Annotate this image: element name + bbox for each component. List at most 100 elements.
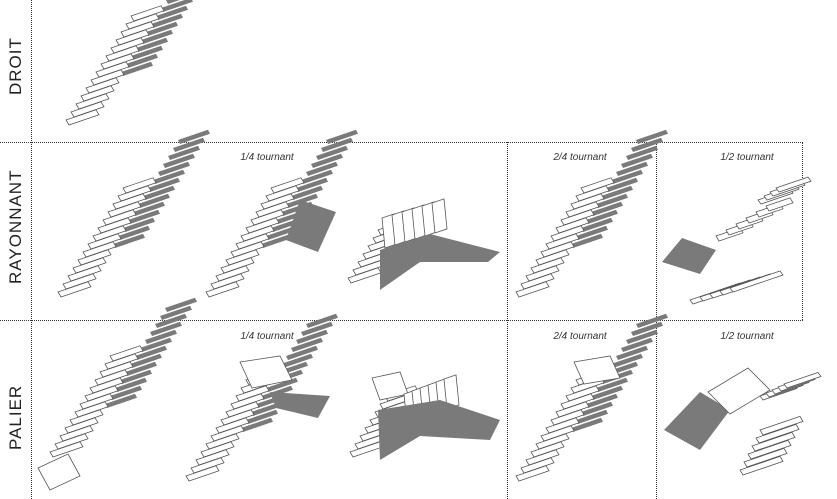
ray-2-shadow-step [261, 233, 293, 248]
pal-24-shadow-step [636, 313, 668, 328]
pal-2-shadow-step [301, 321, 333, 336]
droit-shadow-step [156, 5, 188, 20]
droit-shadow-step [126, 53, 158, 68]
pal-1-shadow-step [165, 297, 197, 312]
ray-2-shadow-step [296, 177, 328, 192]
pal-12-top-tread [783, 371, 822, 389]
ray-1-shadow-step [113, 233, 145, 248]
pal-24-shadow-step [596, 377, 628, 392]
droit-shadow-step [161, 0, 193, 12]
ray-1-shadow-step [128, 209, 160, 224]
ray-2-shadow-step [301, 169, 333, 184]
pal-24-shadow-step [626, 329, 658, 344]
pal-24-shadow-step [621, 337, 653, 352]
ray-3b-tread [431, 198, 448, 234]
pal-12-low-tread [755, 423, 800, 444]
pal-12-low-tread [743, 447, 788, 468]
pal-1-shadow-step [130, 353, 162, 368]
ray-24-shadow-step [621, 153, 653, 168]
pal-1-shadow-step [120, 369, 152, 384]
pal-2-shadow-step [296, 329, 328, 344]
ray-24-shadow-step [606, 177, 638, 192]
pal-24-shadow-step [586, 393, 618, 408]
droit-shadow-step [151, 13, 183, 28]
ray-1-shadow-step [178, 129, 210, 144]
pal-24-landing [573, 355, 621, 385]
ray-24-shadow-step [616, 161, 648, 176]
ray-1-shadow-step [148, 177, 180, 192]
ray-12-top-tread [775, 176, 812, 193]
right-border-line [802, 142, 803, 320]
pal-1-shadow-step [140, 337, 172, 352]
pal-12-low-tread [751, 431, 796, 452]
ray-1-shadow-step [118, 225, 150, 240]
pal-1-shadow-step [150, 321, 182, 336]
ray-1-shadow-step [168, 145, 200, 160]
pal-12-low-tread [747, 439, 792, 460]
caption-palier-two-quarter: 2/4 tournant [553, 331, 607, 342]
ray-24-shadow-step [636, 129, 668, 144]
ray-2-shadow-step [316, 145, 348, 160]
droit-tread [130, 5, 165, 22]
pal-24-shadow-step [576, 409, 608, 424]
ray-2-shadow-step [291, 185, 323, 200]
pal-2-shadow-step [286, 345, 318, 360]
droit-shadow-step [166, 0, 180, 4]
pal-12-landing [707, 367, 771, 415]
pal-24-shadow-step [591, 385, 623, 400]
pal-2-shadow-step [281, 353, 313, 368]
pal-2-shadow-step [266, 377, 298, 392]
pal-1-landing [37, 453, 81, 491]
caption-rayonnant-quarter: 1/4 tournant [240, 152, 294, 163]
pal-1-shadow-step [135, 345, 167, 360]
ray-2-shadow-step [311, 153, 343, 168]
ray-2-tread [270, 177, 305, 194]
caption-palier-quarter: 1/4 tournant [240, 331, 294, 342]
ray-24-shadow-step [611, 169, 643, 184]
pal-24-shadow-step [581, 401, 613, 416]
ray-1-tread [122, 177, 157, 194]
pal-24-shadow-step [631, 321, 663, 336]
pal-1-shadow-step [125, 361, 157, 376]
pal-1-shadow-step [115, 377, 147, 392]
ray-1-shadow-step [158, 161, 190, 176]
ray-2-shadow-step [306, 161, 338, 176]
ray-2-shadow-step [326, 129, 358, 144]
pal-2-shadow-step [291, 337, 323, 352]
caption-rayonnant-two-quarter: 2/4 tournant [553, 152, 607, 163]
ray-3-shadow [380, 234, 500, 290]
pal-1-shadow-step [160, 305, 192, 320]
ray-2-shadow-step [321, 137, 353, 152]
pal-24-shadow-step [611, 353, 643, 368]
pal-2-shadow-step [246, 409, 278, 424]
pal-3-shadow [378, 400, 500, 460]
pal-12-low-tread [739, 455, 784, 476]
ray-1-shadow-step [153, 169, 185, 184]
pal-1-shadow-step [105, 393, 137, 408]
row-divider-2 [0, 320, 803, 321]
row-divider-1 [0, 142, 803, 143]
ray-24-shadow-step [591, 201, 623, 216]
pal-1-tread [109, 345, 144, 362]
ray-12-shadow-a [662, 238, 716, 274]
ray-1-shadow-step [163, 153, 195, 168]
ray-24-shadow-step [586, 209, 618, 224]
ray-24-shadow-step [581, 217, 613, 232]
ray-1-shadow-step [123, 217, 155, 232]
pal-2-shadow-step [251, 401, 283, 416]
pal-1-shadow-step [110, 385, 142, 400]
column-divider-2-4 [507, 142, 508, 499]
ray-12-mid-tread [765, 197, 794, 212]
pal-2-shadow-step [306, 313, 338, 328]
ray-1-shadow-step [143, 185, 175, 200]
pal-2-shadow [270, 392, 330, 418]
pal-12-low-tread [759, 415, 804, 436]
droit-shadow-step [131, 45, 163, 60]
ray-24-shadow-step [626, 145, 658, 160]
pal-1-shadow-step [145, 329, 177, 344]
column-divider-main [31, 0, 32, 499]
droit-shadow-step [136, 37, 168, 52]
droit-shadow-step [141, 29, 173, 44]
ray-24-shadow-step [601, 185, 633, 200]
